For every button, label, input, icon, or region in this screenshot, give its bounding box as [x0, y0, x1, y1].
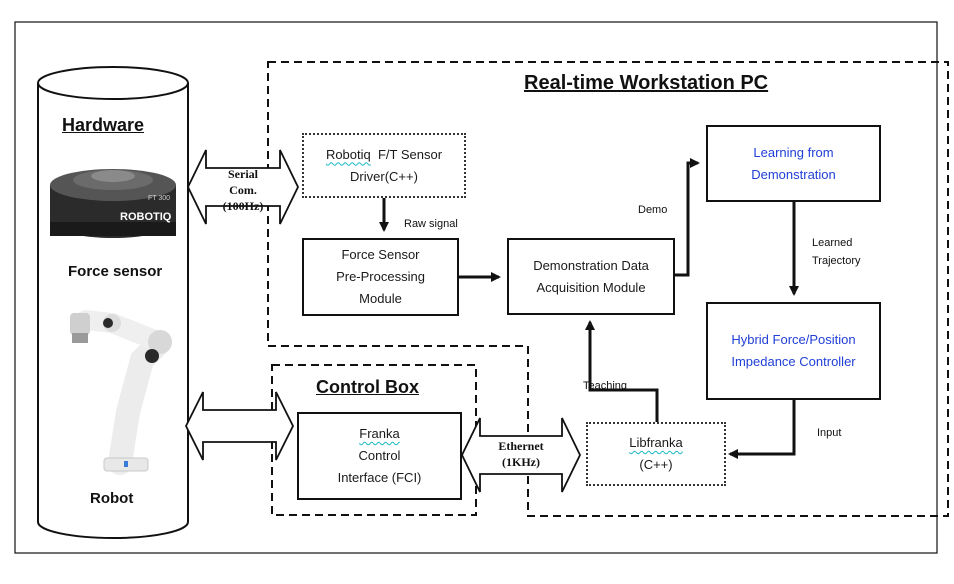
preprocess-line1: Force Sensor — [341, 247, 420, 262]
acquisition-line2: Acquisition Module — [536, 279, 646, 295]
edge-label-teaching: Teaching — [583, 380, 628, 392]
robot-link-arrow — [184, 391, 295, 461]
driver-line1: Robotiq F/T Sensor — [326, 144, 442, 166]
edge-libfranka-acquisition — [585, 320, 659, 422]
edge-acquisition-lfd — [675, 158, 700, 277]
robot-arm-image — [70, 310, 172, 475]
controller-line2: Impedance Controller — [731, 354, 856, 369]
node-force-sensor-preprocessing: Force Sensor Pre-Processing Module — [302, 238, 459, 316]
outer-frame — [14, 21, 938, 554]
preprocess-line3: Module — [359, 291, 402, 306]
serial-label-line3: (100Hz) — [222, 199, 264, 213]
edge-controller-libfranka — [728, 400, 796, 459]
acquisition-line1: Demonstration Data — [533, 257, 649, 273]
ethernet-label-line2: (1KHz) — [502, 455, 540, 469]
fci-line3: Interface (FCI) — [337, 470, 422, 485]
serial-link-arrow — [186, 149, 300, 225]
libfranka-line2: (C++) — [639, 457, 673, 472]
force-sensor-image: ROBOTIQ FT 300 — [50, 169, 176, 238]
fci-name: Franka — [359, 426, 400, 441]
edge-label-demo: Demo — [638, 204, 668, 216]
lfd-line2: Demonstration — [751, 166, 836, 182]
sensor-logo-text: ROBOTIQ — [120, 211, 172, 223]
learned-line1: Learned — [812, 237, 853, 249]
ethernet-link-label: Ethernet (1KHz) — [489, 438, 553, 470]
force-sensor-label: Force sensor — [68, 263, 163, 280]
driver-name: Robotiq — [325, 146, 371, 162]
hardware-cylinder — [37, 66, 189, 539]
driver-rest: F/T Sensor — [377, 146, 443, 162]
robot-label: Robot — [90, 490, 134, 507]
serial-label-line1: Serial — [228, 167, 258, 181]
preprocess-line2: Pre-Processing — [336, 269, 425, 284]
fci-line2: Control — [358, 448, 401, 463]
workstation-region — [267, 61, 949, 517]
serial-label-line2: Com. — [229, 183, 257, 197]
driver-line2: Driver(C++) — [350, 168, 418, 184]
node-demonstration-acquisition: Demonstration Data Acquisition Module — [507, 238, 675, 315]
node-hybrid-impedance-controller: Hybrid Force/Position Impedance Controll… — [706, 302, 881, 400]
edge-label-raw-signal: Raw signal — [404, 218, 458, 230]
node-franka-control-interface: Franka Control Interface (FCI) — [297, 412, 462, 500]
edge-label-learned-trajectory: Learned Trajectory — [812, 234, 861, 270]
workstation-title: Real-time Workstation PC — [524, 72, 769, 94]
ethernet-link-arrow — [460, 417, 582, 493]
libfranka-name: Libfranka — [629, 435, 683, 450]
ethernet-label-line1: Ethernet — [498, 439, 544, 453]
control-box-title: Control Box — [316, 377, 419, 397]
serial-link-label: Serial Com. (100Hz) — [215, 166, 271, 214]
lfd-line1: Learning from — [753, 144, 834, 160]
edge-label-input: Input — [817, 427, 842, 439]
learned-line2: Trajectory — [812, 255, 861, 267]
node-libfranka: Libfranka (C++) — [586, 422, 726, 486]
hardware-title: Hardware — [62, 115, 145, 135]
node-learning-from-demonstration: Learning from Demonstration — [706, 125, 881, 202]
controller-line1: Hybrid Force/Position — [731, 332, 856, 347]
node-ft-sensor-driver: Robotiq F/T Sensor Driver(C++) — [302, 133, 466, 198]
sensor-model-text: FT 300 — [148, 195, 170, 202]
